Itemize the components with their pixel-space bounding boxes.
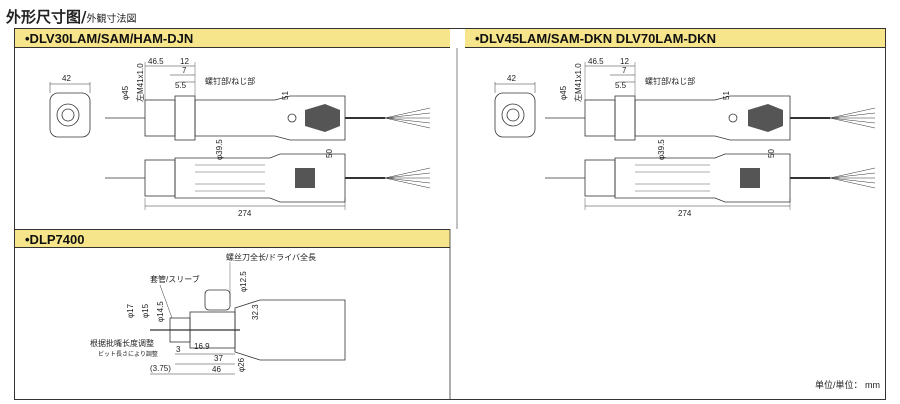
dim-b-phi45: φ45 bbox=[559, 85, 568, 100]
collar-b bbox=[614, 95, 636, 141]
nose-b2 bbox=[584, 159, 616, 197]
label-sleeve: 套管/スリーブ bbox=[150, 274, 200, 284]
dim-b-274: 274 bbox=[678, 209, 692, 218]
bit-holder-c bbox=[204, 289, 231, 311]
end-view-a bbox=[49, 92, 91, 138]
body-c bbox=[234, 299, 346, 361]
end-circle-outer-b bbox=[501, 103, 525, 127]
dim-c-16-9: 16.9 bbox=[194, 342, 210, 351]
switch-a bbox=[305, 104, 340, 132]
title-sub: 外観寸法図 bbox=[86, 14, 137, 25]
dim-c-phi15: φ15 bbox=[141, 303, 150, 318]
end-circle-outer-a bbox=[56, 103, 80, 127]
label-adjust-sub: ビット長さにより調整 bbox=[98, 350, 158, 358]
dim-a-phi39-5: φ39.5 bbox=[215, 139, 224, 160]
title-main: 外形尺寸图/ bbox=[6, 8, 87, 26]
dim-c-37: 37 bbox=[214, 354, 223, 363]
body-b2 bbox=[614, 153, 791, 203]
wires-a bbox=[384, 107, 431, 129]
dim-a-46-5: 46.5 bbox=[148, 57, 164, 66]
body-a2 bbox=[174, 153, 346, 203]
model-header-b: •DLV45LAM/SAM-DKN DLV70LAM-DKN bbox=[465, 29, 885, 48]
dim-c-phi12-5: φ12.5 bbox=[239, 271, 248, 292]
dim-b-7: 7 bbox=[622, 66, 627, 75]
dim-b-42: 42 bbox=[507, 74, 516, 83]
nose-b bbox=[584, 99, 616, 137]
wires-a2 bbox=[384, 167, 431, 189]
label-bit-length: 螺丝刀全长/ドライバ全長 bbox=[226, 252, 316, 262]
dim-a-42: 42 bbox=[62, 74, 71, 83]
dim-a-274: 274 bbox=[238, 209, 252, 218]
dim-b-12: 12 bbox=[620, 57, 629, 66]
header-divider bbox=[450, 29, 465, 48]
dim-c-3-75: (3.75) bbox=[150, 364, 171, 373]
wires-b2 bbox=[829, 167, 876, 189]
dim-a-51: 51 bbox=[281, 91, 290, 100]
drawing-frame bbox=[14, 28, 886, 400]
dim-b-51: 51 bbox=[722, 91, 731, 100]
label-adjust: 根据批嘴长度调整 bbox=[90, 338, 154, 348]
dim-b-screw: 螺钉部/ねじ部 bbox=[645, 76, 695, 86]
dim-c-3: 3 bbox=[176, 345, 181, 354]
collar-a bbox=[174, 95, 196, 141]
drawing-a: 42 46.5 12 7 5.5 φ45 左M41x1.0 螺钉部/ねじ部 51 bbox=[49, 57, 431, 218]
unit-label: 单位/単位： mm bbox=[815, 380, 880, 390]
dim-c-32-3: 32.3 bbox=[251, 304, 260, 320]
dim-a-phi45: φ45 bbox=[121, 85, 130, 100]
dim-c-phi26: φ26 bbox=[237, 357, 246, 372]
dim-a-12: 12 bbox=[180, 57, 189, 66]
dim-c-46: 46 bbox=[212, 365, 221, 374]
dim-b-5-5: 5.5 bbox=[615, 81, 627, 90]
dim-c-phi17: φ17 bbox=[126, 303, 135, 318]
end-view-b bbox=[494, 92, 536, 138]
page-title: 外形尺寸图/外観寸法図 bbox=[6, 6, 136, 27]
nose-a2 bbox=[144, 159, 176, 197]
dim-b-phi39-5: φ39.5 bbox=[657, 139, 666, 160]
screw-b bbox=[728, 113, 738, 123]
dim-b-46-5: 46.5 bbox=[588, 57, 604, 66]
body-a bbox=[194, 95, 346, 141]
screw-a bbox=[287, 113, 297, 123]
model-header-a: •DLV30LAM/SAM/HAM-DJN bbox=[15, 29, 450, 48]
dim-c-phi14-5: φ14.5 bbox=[156, 301, 165, 322]
dim-a-5-5: 5.5 bbox=[175, 81, 187, 90]
end-circle-inner-b bbox=[506, 108, 520, 122]
model-header-c: •DLP7400 bbox=[15, 229, 450, 248]
dim-a-screw: 螺钉部/ねじ部 bbox=[205, 76, 255, 86]
drawing-b: 42 46.5 12 7 5.5 φ45 左M41x1.0 螺钉部/ねじ部 51… bbox=[494, 57, 876, 218]
dim-b-thread: 左M41x1.0 bbox=[573, 63, 583, 102]
dim-a-thread: 左M41x1.0 bbox=[135, 63, 145, 102]
switch-b2 bbox=[740, 168, 760, 188]
dim-a-7: 7 bbox=[182, 66, 187, 75]
nose-a bbox=[144, 99, 176, 137]
switch-a2 bbox=[295, 168, 315, 188]
drawing-c: 螺丝刀全长/ドライバ全長 套管/スリーブ φ12.5 φ17 φ15 φ14.5… bbox=[90, 252, 346, 375]
dim-a-50: 50 bbox=[325, 149, 334, 158]
end-circle-inner-a bbox=[61, 108, 75, 122]
switch-b bbox=[748, 104, 783, 132]
body-b bbox=[634, 95, 791, 141]
dim-b-50: 50 bbox=[767, 149, 776, 158]
wires-b bbox=[829, 107, 876, 129]
